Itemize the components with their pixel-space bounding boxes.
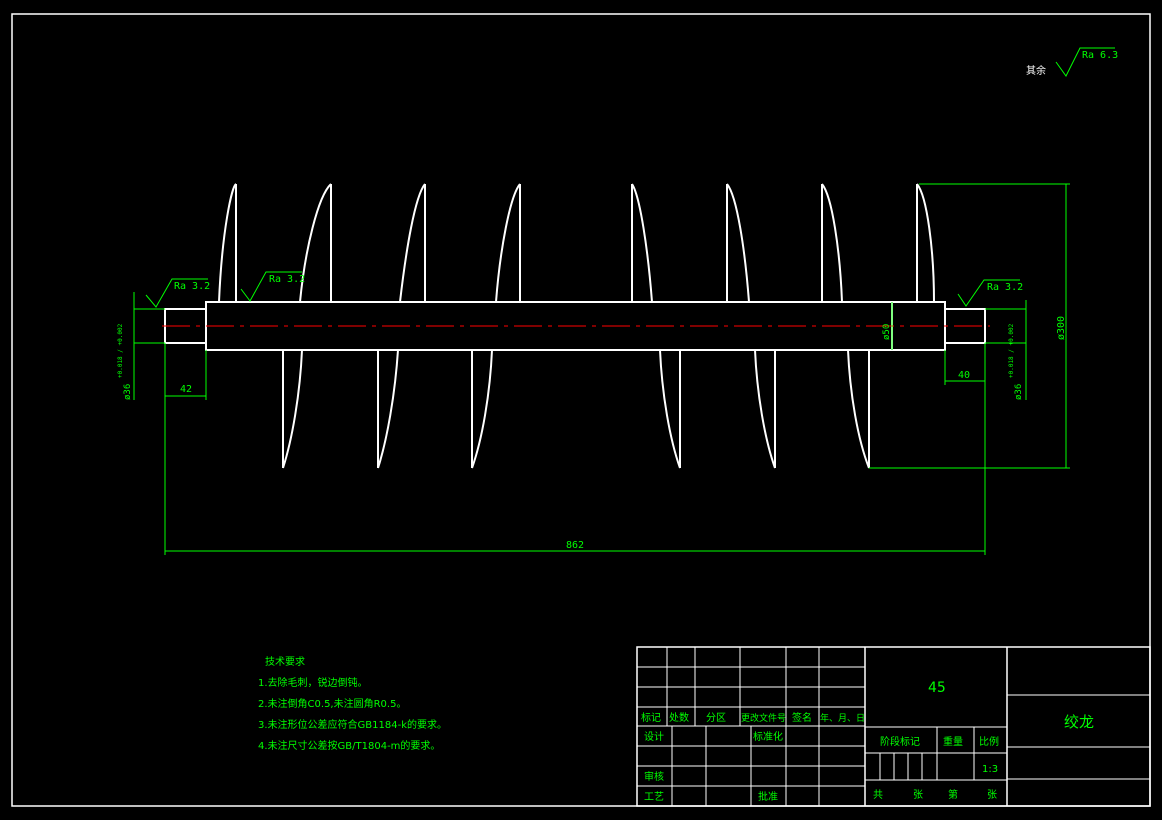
title-block-design: 设计	[644, 730, 664, 743]
left-shoulder-roughness: Ra 3.2	[269, 274, 305, 285]
left-length-dim: 42	[180, 384, 192, 395]
tech-requirement-3: 3.未注形位公差应符合GB1184-k的要求。	[258, 718, 447, 731]
title-block-signature: 签名	[792, 711, 812, 724]
right-journal-roughness: Ra 3.2	[987, 282, 1023, 293]
left-journal-dia-dim: ø36	[123, 384, 133, 400]
title-block-review: 审核	[644, 770, 664, 783]
general-roughness-value: Ra 6.3	[1082, 50, 1118, 61]
title-block-total-label: 共	[873, 789, 883, 801]
tech-requirement-4: 4.未注尺寸公差按GB/T1804-m的要求。	[258, 739, 440, 752]
title-block-process: 工艺	[644, 791, 664, 803]
title-block-date: 年、月、日	[820, 712, 865, 724]
tech-requirement-2: 2.未注倒角C0.5,未注圆角R0.5。	[258, 697, 406, 710]
title-block-mark: 标记	[641, 712, 661, 724]
title-block-sheet-label: 张	[913, 789, 923, 801]
drawing-border	[11, 13, 1151, 807]
general-roughness-prefix: 其余	[1026, 64, 1046, 77]
title-block-scale-value: 1:3	[982, 764, 998, 775]
flight-dia-dim: ø300	[1056, 316, 1067, 340]
left-journal-tol: +0.018 / +0.002	[117, 323, 124, 378]
title-block-page-sheet-label: 张	[987, 789, 997, 801]
tech-requirements-title: 技术要求	[265, 655, 305, 668]
title-block-weight: 重量	[943, 735, 963, 748]
lower-flights	[282, 349, 870, 469]
title-block-change-doc: 更改文件号	[741, 712, 786, 724]
tech-requirements: 技术要求 1.去除毛刺，锐边倒钝。 2.未注倒角C0.5,未注圆角R0.5。 3…	[258, 655, 447, 752]
title-block-part-name: 绞龙	[1064, 713, 1094, 731]
title-block-count: 处数	[669, 711, 689, 724]
tech-requirement-1: 1.去除毛刺，锐边倒钝。	[258, 676, 368, 689]
right-journal-dia-dim: ø36	[1014, 384, 1024, 400]
shaft-dia-dim: ø50	[882, 324, 892, 340]
title-block-approve: 批准	[758, 790, 778, 803]
title-block-scale-label: 比例	[979, 735, 999, 748]
upper-flights	[218, 183, 935, 303]
title-block-stage-mark: 阶段标记	[880, 735, 920, 748]
title-block	[636, 646, 1151, 807]
title-block-page-label: 第	[948, 788, 958, 801]
general-roughness-note: 其余 Ra 6.3	[1026, 47, 1118, 77]
roughness-symbol	[1055, 47, 1115, 77]
title-block-material: 45	[928, 680, 946, 696]
right-length-dim: 40	[958, 370, 970, 381]
left-journal-roughness: Ra 3.2	[174, 281, 210, 292]
total-length-dim: 862	[566, 540, 584, 551]
right-journal-tol: +0.018 / +0.002	[1008, 323, 1015, 378]
title-block-standardize: 标准化	[753, 730, 783, 743]
title-block-zone: 分区	[706, 712, 726, 724]
